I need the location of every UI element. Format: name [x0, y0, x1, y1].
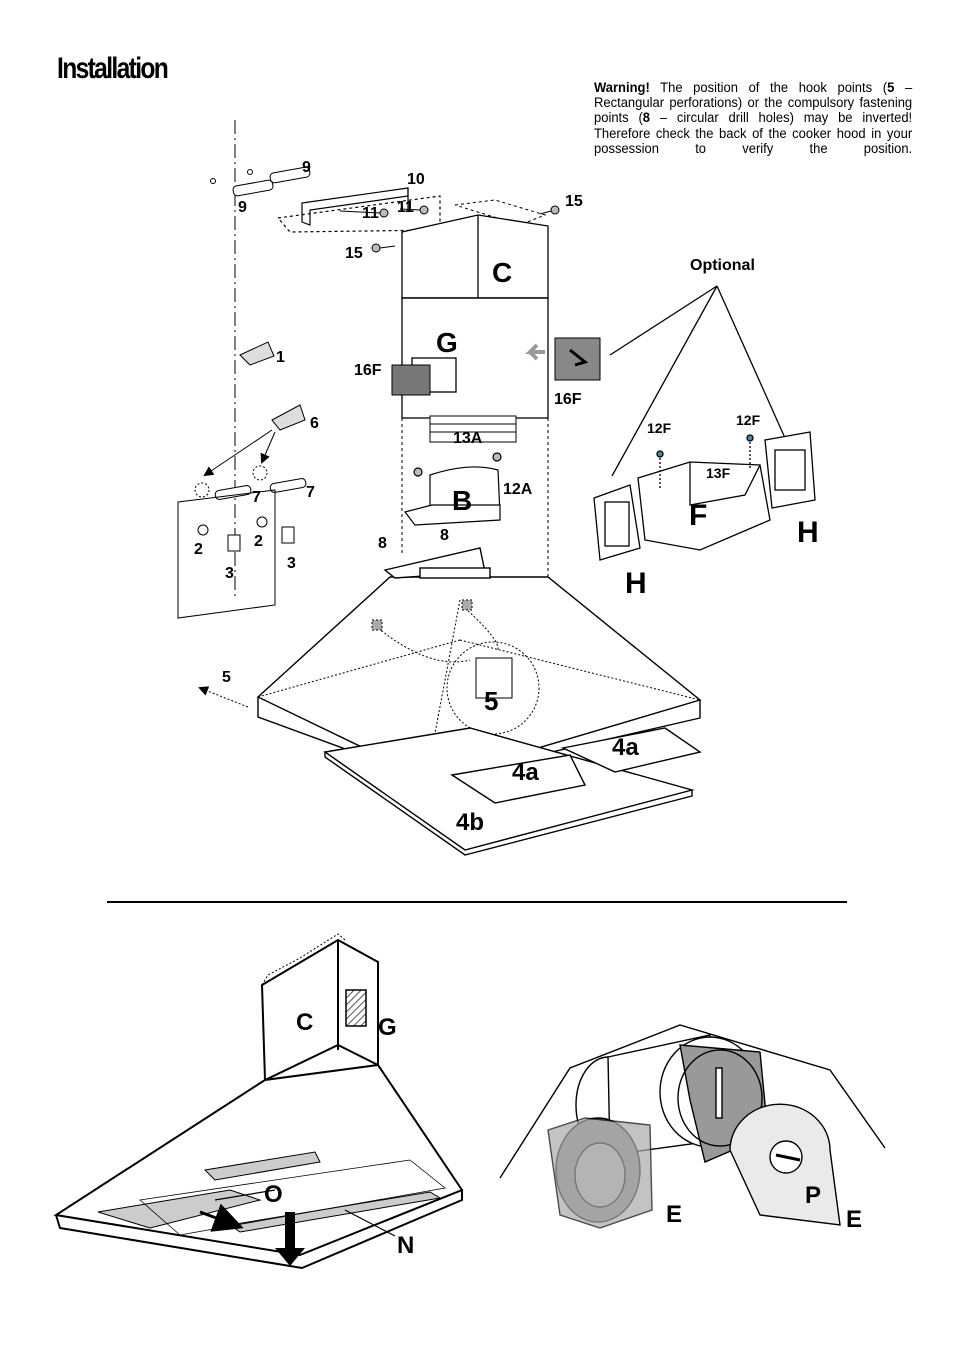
- chimney-guide-lines: [401, 418, 549, 580]
- filter-slide-arrow-icon: [199, 1203, 244, 1232]
- warning-text-1: The position of the hook points (: [649, 80, 888, 95]
- label-12F: 12F: [736, 412, 761, 428]
- leader-O: [214, 1189, 276, 1201]
- label-H: H: [797, 516, 819, 549]
- duct-adapter-B: [403, 452, 502, 526]
- label-8: 8: [440, 527, 449, 544]
- label-16F: 16F: [354, 362, 382, 379]
- label-4a: 4a: [612, 734, 639, 761]
- label-3: 3: [287, 555, 296, 572]
- label-N: N: [397, 1232, 414, 1259]
- grease-filters: [323, 727, 702, 856]
- screws: [339, 205, 560, 253]
- label-3: 3: [225, 565, 234, 582]
- label-1: 1: [276, 349, 285, 366]
- label-H: H: [625, 567, 647, 600]
- hook-point: [461, 599, 473, 611]
- label-11: 11: [362, 205, 379, 222]
- arrow-icon-grey: [525, 343, 545, 361]
- label-13F: 13F: [706, 465, 731, 481]
- label-B: B: [452, 485, 472, 516]
- label-4b: 4b: [456, 809, 484, 836]
- hook-point: [371, 619, 383, 631]
- filter-plate-16F-right: [554, 337, 601, 381]
- label-12A: 12A: [503, 481, 533, 498]
- wall-plugs-9: [210, 166, 311, 197]
- label-13A: 13A: [453, 430, 483, 447]
- label-11: 11: [397, 199, 414, 216]
- filter-pull-arrow-icon: [275, 1212, 305, 1266]
- label-12F: 12F: [647, 420, 672, 436]
- filter-plate-16F-left: [391, 364, 431, 396]
- label-G: G: [436, 327, 458, 358]
- label-F: F: [689, 499, 707, 532]
- label-15: 15: [345, 245, 363, 262]
- label-10: 10: [407, 171, 425, 188]
- hook-detail: [475, 657, 513, 699]
- label-16F: 16F: [554, 391, 582, 408]
- label-E: E: [666, 1201, 682, 1228]
- warning-text-3: – circular drill holes) may be inverted!…: [594, 110, 913, 156]
- label-4a: 4a: [512, 759, 539, 786]
- hood-hidden-lines: [198, 599, 701, 761]
- label-E: E: [846, 1206, 862, 1233]
- warning-lead: Warning!: [594, 80, 650, 95]
- page-title: Installation: [57, 52, 169, 85]
- label-5: 5: [222, 669, 231, 686]
- wall-bracket: [276, 187, 441, 233]
- label-7: 7: [306, 484, 315, 501]
- label-9: 9: [302, 159, 311, 176]
- label-9: 9: [238, 199, 247, 216]
- label-optional: Optional: [690, 257, 755, 274]
- duct-ring-13A: [429, 415, 517, 443]
- label-8: 8: [378, 535, 387, 552]
- label-C: C: [296, 1009, 313, 1036]
- warning-text-2: – Rectangular perforations) or the compu…: [594, 80, 913, 126]
- label-2: 2: [254, 533, 263, 550]
- label-G: G: [378, 1014, 397, 1041]
- ceiling-frame: [454, 199, 547, 226]
- label-6: 6: [310, 415, 319, 432]
- optional-module: [593, 285, 816, 561]
- label-P: P: [805, 1182, 821, 1209]
- warning-ref-5: 5: [887, 80, 895, 95]
- label-2: 2: [194, 541, 203, 558]
- chimney-upper: [401, 214, 549, 299]
- label-5: 5: [484, 686, 498, 716]
- label-O: O: [264, 1181, 283, 1208]
- motor-housing-detail: [499, 1024, 886, 1229]
- leader-N: [344, 1209, 396, 1237]
- label-C: C: [492, 257, 512, 288]
- fixing-hardware: [177, 341, 307, 619]
- chimney-lower: [401, 297, 549, 419]
- label-15: 15: [565, 193, 583, 210]
- warning-ref-8: 8: [642, 110, 651, 126]
- label-7: 7: [252, 489, 261, 506]
- arrow-icon: [569, 348, 589, 367]
- warning-note: Warning! The position of the hook points…: [594, 80, 912, 156]
